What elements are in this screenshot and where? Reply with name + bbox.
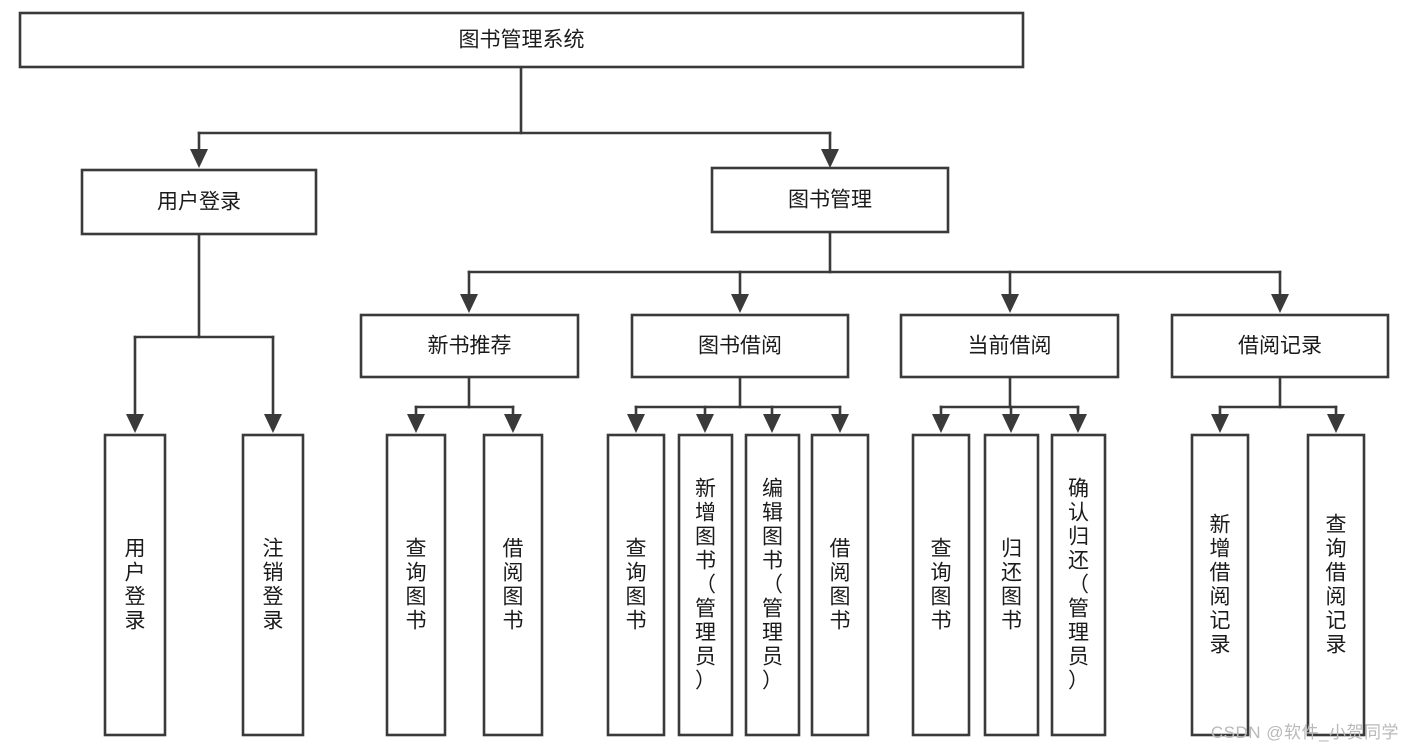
leaf-node-4-box[interactable]: [606, 433, 666, 737]
leaf-node-4[interactable]: 查询图书: [606, 433, 666, 737]
leaf-node-4-label: 查询图书: [626, 538, 647, 633]
leaf-node-12[interactable]: 查询借阅记录: [1306, 433, 1366, 737]
leaf-node-9-label: 归还图书: [1001, 538, 1022, 633]
leaf-node-5-label: 新增图书（管理员）: [695, 478, 716, 693]
leaf-node-5[interactable]: 新增图书（管理员）: [677, 433, 734, 737]
arrow-head-icon: [190, 149, 208, 168]
root-node-book-management-system-label: 图书管理系统: [459, 29, 585, 52]
level3-node-1-label: 图书借阅: [698, 335, 782, 358]
leaf-node-3-box[interactable]: [482, 433, 544, 737]
level3-node-3-box[interactable]: [1170, 313, 1390, 379]
leaf-node-0[interactable]: 用户登录: [103, 433, 167, 737]
csdn-watermark: CSDN @软件_小贺同学: [1210, 723, 1399, 742]
leaf-node-3-label: 借阅图书: [503, 538, 524, 633]
leaf-node-1-box[interactable]: [241, 433, 305, 737]
arrow-head-icon: [1327, 414, 1345, 433]
connector-group: [627, 375, 849, 433]
arrow-head-icon: [731, 294, 749, 313]
arrow-head-icon: [821, 149, 839, 168]
leaf-node-2[interactable]: 查询图书: [385, 433, 447, 737]
leaf-node-12-label: 查询借阅记录: [1326, 514, 1347, 657]
connector-group: [190, 65, 839, 168]
connector-group: [932, 375, 1087, 433]
arrow-head-icon: [763, 414, 781, 433]
level2-node-0-box[interactable]: [80, 168, 318, 236]
leaf-node-2-label: 查询图书: [406, 538, 427, 633]
leaf-node-7-label: 借阅图书: [830, 538, 851, 633]
arrow-head-icon: [407, 414, 425, 433]
leaf-node-9[interactable]: 归还图书: [983, 433, 1040, 737]
arrow-head-icon: [831, 414, 849, 433]
leaf-node-6[interactable]: 编辑图书（管理员）: [744, 433, 801, 737]
leaf-node-2-box[interactable]: [385, 433, 447, 737]
arrow-head-icon: [264, 414, 282, 433]
connector-group: [126, 232, 282, 433]
leaf-node-3[interactable]: 借阅图书: [482, 433, 544, 737]
leaf-node-11-box[interactable]: [1190, 433, 1250, 737]
connectors-layer: [126, 65, 1345, 433]
arrow-head-icon: [126, 414, 144, 433]
arrow-head-icon: [1211, 414, 1229, 433]
connector-group: [1211, 375, 1345, 433]
arrow-head-icon: [696, 414, 714, 433]
leaf-node-0-label: 用户登录: [125, 538, 146, 633]
level3-node-0[interactable]: 新书推荐: [359, 313, 580, 379]
leaf-node-7-box[interactable]: [810, 433, 870, 737]
level3-node-2-box[interactable]: [899, 313, 1120, 379]
connector-group: [460, 230, 1289, 313]
leaf-node-6-box[interactable]: [744, 433, 801, 737]
level3-node-1-box[interactable]: [630, 313, 850, 379]
level3-node-1[interactable]: 图书借阅: [630, 313, 850, 379]
level2-node-1-label: 图书管理: [788, 189, 872, 212]
level2-node-1-box[interactable]: [710, 166, 950, 234]
arrow-head-icon: [504, 414, 522, 433]
level3-node-0-label: 新书推荐: [428, 335, 512, 358]
leaf-node-0-box[interactable]: [103, 433, 167, 737]
root-node-book-management-system-box[interactable]: [18, 11, 1025, 69]
leaf-node-1-label: 注销登录: [263, 538, 284, 633]
arrow-head-icon: [1002, 414, 1020, 433]
leaf-node-8[interactable]: 查询图书: [911, 433, 971, 737]
leaf-node-10-label: 确认归还（管理员）: [1068, 478, 1089, 693]
leaf-node-1[interactable]: 注销登录: [241, 433, 305, 737]
arrow-head-icon: [1069, 414, 1087, 433]
level3-node-2[interactable]: 当前借阅: [899, 313, 1120, 379]
arrow-head-icon: [627, 414, 645, 433]
connector-group: [407, 375, 522, 433]
leaf-node-12-box[interactable]: [1306, 433, 1366, 737]
root-node-book-management-system[interactable]: 图书管理系统: [18, 11, 1025, 69]
leaf-node-8-box[interactable]: [911, 433, 971, 737]
leaf-node-9-box[interactable]: [983, 433, 1040, 737]
level3-node-3-label: 借阅记录: [1238, 335, 1322, 358]
arrow-head-icon: [460, 294, 478, 313]
level2-node-0-label: 用户登录: [157, 191, 241, 214]
level2-node-1[interactable]: 图书管理: [710, 166, 950, 234]
leaf-node-8-label: 查询图书: [931, 538, 952, 633]
leaf-node-10-box[interactable]: [1050, 433, 1107, 737]
level3-node-2-label: 当前借阅: [968, 335, 1052, 358]
nodes-layer: 图书管理系统用户登录图书管理新书推荐图书借阅当前借阅借阅记录用户登录注销登录查询…: [18, 11, 1390, 737]
arrow-head-icon: [1271, 294, 1289, 313]
level3-node-3[interactable]: 借阅记录: [1170, 313, 1390, 379]
leaf-node-6-label: 编辑图书（管理员）: [762, 478, 783, 693]
level3-node-0-box[interactable]: [359, 313, 580, 379]
level2-node-0[interactable]: 用户登录: [80, 168, 318, 236]
leaf-node-11-label: 新增借阅记录: [1210, 514, 1231, 657]
arrow-head-icon: [1001, 294, 1019, 313]
leaf-node-10[interactable]: 确认归还（管理员）: [1050, 433, 1107, 737]
arrow-head-icon: [932, 414, 950, 433]
leaf-node-5-box[interactable]: [677, 433, 734, 737]
leaf-node-11[interactable]: 新增借阅记录: [1190, 433, 1250, 737]
leaf-node-7[interactable]: 借阅图书: [810, 433, 870, 737]
